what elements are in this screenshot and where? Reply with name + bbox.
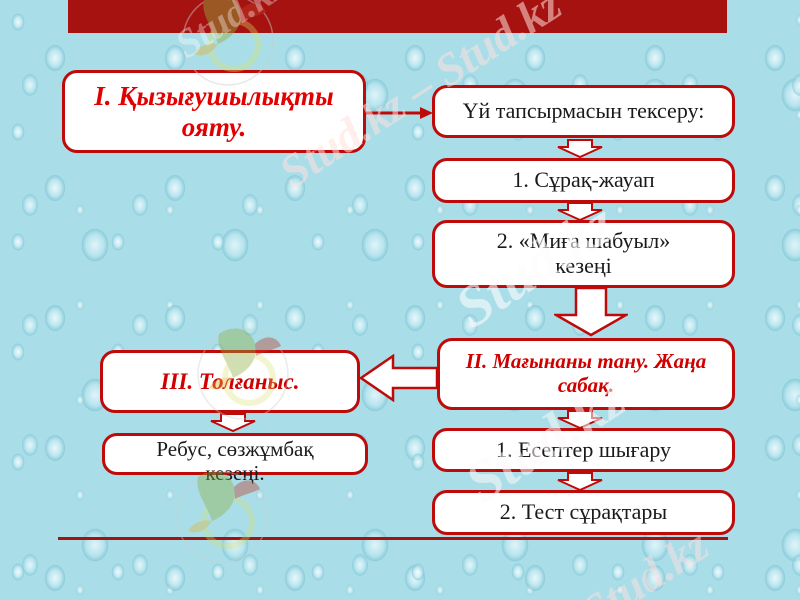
flow-box-stage-meaning: II. Мағынаны тану. Жаңа сабақ. [437,338,735,410]
footer-divider-line [58,537,728,540]
flow-box-stage-meaning-label: II. Мағынаны тану. Жаңа сабақ. [465,349,707,397]
flow-box-homework-check: Үй тапсырмасын тексеру: [432,85,735,138]
block-arrow-down-icon [557,202,603,221]
flow-box-stage-reflection: III. Толғаныс. [100,350,360,413]
header-bar [68,0,727,33]
flow-box-brainstorm-label: 2. «Миға шабуыл» кезеңі [496,228,671,278]
flow-box-stage-reflection-label: III. Толғаныс. [160,368,300,394]
flow-box-rebus-stage-label: Ребус, сөзжұмбақ кезеңі. [156,437,314,485]
flow-box-question-answer-label: 1. Сұрақ-жауап [512,167,655,193]
block-arrow-down-icon [557,410,603,429]
block-arrow-down-icon [557,472,603,491]
flow-box-brainstorm: 2. «Миға шабуыл» кезеңі [432,220,735,288]
flow-box-rebus-stage: Ребус, сөзжұмбақ кезеңі. [102,433,368,484]
flow-box-question-answer: 1. Сұрақ-жауап [432,158,735,203]
flow-box-test-questions: 2. Тест сұрақтары [432,490,735,535]
flow-box-stage-awaken-label: I. Қызығушылықты ояту. [94,81,334,142]
block-arrow-left-icon [360,354,438,402]
connector-arrow-right-icon [364,107,433,119]
flow-box-solving-tasks: 1. Есептер шығару [432,428,735,472]
flow-box-stage-awaken: I. Қызығушылықты ояту. [62,70,366,153]
block-arrow-down-icon [210,413,256,432]
block-arrow-down-icon [557,139,603,158]
block-arrow-down-large-icon [554,287,628,337]
flow-box-test-questions-label: 2. Тест сұрақтары [499,499,668,525]
flow-box-homework-check-label: Үй тапсырмасын тексеру: [462,98,705,124]
flow-box-solving-tasks-label: 1. Есептер шығару [495,436,672,462]
